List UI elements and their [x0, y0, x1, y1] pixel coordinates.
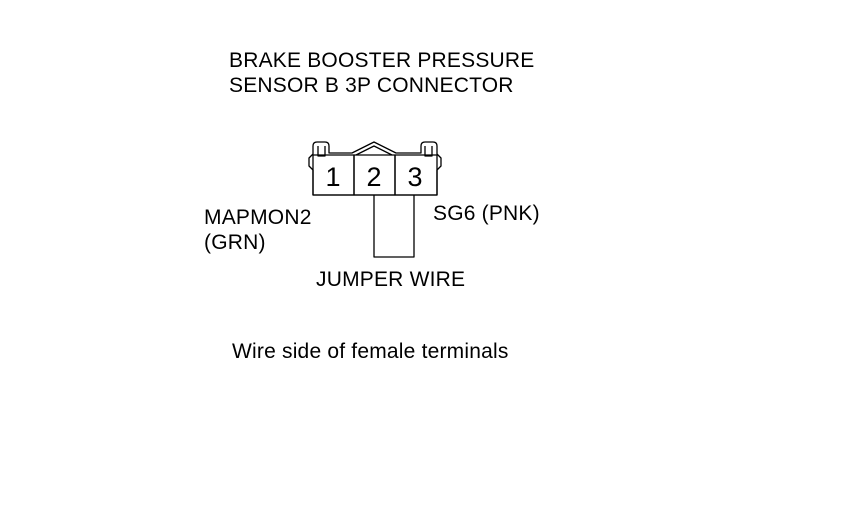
- connector-title: BRAKE BOOSTER PRESSURE SENSOR B 3P CONNE…: [229, 48, 534, 98]
- wire-label-mapmon2: MAPMON2 (GRN): [204, 205, 312, 255]
- wire-label-mapmon2-name: MAPMON2: [204, 206, 312, 229]
- pin-label-1: 1: [325, 162, 340, 192]
- connector-title-line2: SENSOR B 3P CONNECTOR: [229, 74, 514, 97]
- pin-label-3: 3: [407, 162, 422, 192]
- left-latch: [317, 146, 326, 157]
- terminal-cavity-3: [394, 154, 438, 196]
- polarization-key: [355, 145, 393, 156]
- right-latch: [424, 146, 433, 157]
- jumper-wire-label: JUMPER WIRE: [316, 268, 466, 291]
- jumper-wire: [373, 195, 415, 258]
- connector-title-line1: BRAKE BOOSTER PRESSURE: [229, 49, 535, 72]
- wire-label-sg6: SG6 (PNK): [433, 202, 540, 225]
- wire-label-mapmon2-color: (GRN): [204, 231, 266, 254]
- pin-label-2: 2: [366, 162, 381, 192]
- view-caption: Wire side of female terminals: [232, 340, 509, 363]
- connector-housing: [308, 141, 442, 196]
